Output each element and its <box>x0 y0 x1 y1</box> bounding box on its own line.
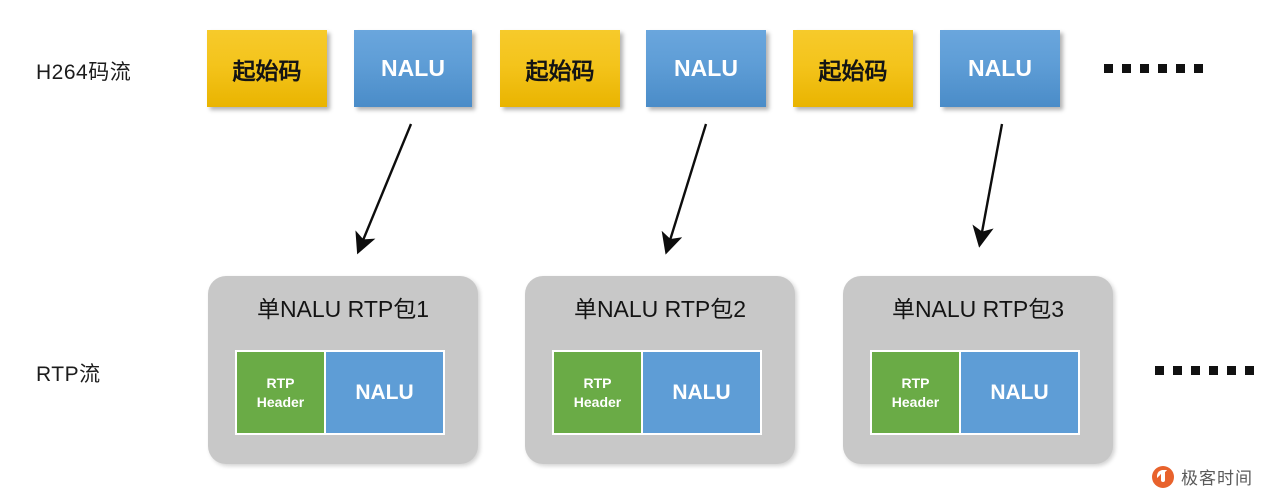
arrow-nalu1-to-packet1 <box>355 123 413 255</box>
rtp-header-label-line2: Header <box>573 393 622 410</box>
rtp-header-label-line2: Header <box>891 393 940 410</box>
stream-box-start-code-1: 起始码 <box>207 30 327 107</box>
watermark: 极客时间 <box>1152 464 1253 489</box>
rtp-header-box-3: RTP Header <box>872 352 961 433</box>
row-label-h264-stream: H264码流 <box>36 61 132 84</box>
ellipsis-dot <box>1140 64 1149 73</box>
rtp-packet-1-body: RTP Header NALU <box>235 350 445 435</box>
ellipsis-dot <box>1209 366 1218 375</box>
ellipsis-rtp-stream <box>1155 366 1254 375</box>
stream-box-nalu-1: NALU <box>354 30 472 107</box>
rtp-packet-3-body: RTP Header NALU <box>870 350 1080 435</box>
rtp-packet-1: 单NALU RTP包1 RTP Header NALU <box>208 276 478 464</box>
ellipsis-dot <box>1155 366 1164 375</box>
rtp-payload-nalu-box-2: NALU <box>643 352 760 433</box>
rtp-header-box-2: RTP Header <box>554 352 643 433</box>
rtp-packet-3: 单NALU RTP包3 RTP Header NALU <box>843 276 1113 464</box>
rtp-header-label-line1: RTP <box>266 374 295 391</box>
ellipsis-dot <box>1227 366 1236 375</box>
ellipsis-dot <box>1194 64 1203 73</box>
ellipsis-dot <box>1104 64 1113 73</box>
rtp-packet-2-title: 单NALU RTP包2 <box>573 296 747 322</box>
ellipsis-h264-stream <box>1104 64 1203 73</box>
rtp-packet-1-title: 单NALU RTP包1 <box>256 296 430 322</box>
rtp-header-label-line2: Header <box>256 393 305 410</box>
stream-box-nalu-2: NALU <box>646 30 766 107</box>
rtp-payload-nalu-box-3: NALU <box>961 352 1078 433</box>
ellipsis-dot <box>1176 64 1185 73</box>
rtp-packet-2: 单NALU RTP包2 RTP Header NALU <box>525 276 795 464</box>
rtp-packet-2-body: RTP Header NALU <box>552 350 762 435</box>
stream-box-start-code-2: 起始码 <box>500 30 620 107</box>
stream-box-nalu-3: NALU <box>940 30 1060 107</box>
geekbang-logo-icon <box>1152 465 1174 488</box>
arrow-nalu2-to-packet2 <box>661 123 708 255</box>
watermark-label: 极客时间 <box>1181 469 1253 488</box>
rtp-packet-3-title: 单NALU RTP包3 <box>891 296 1065 322</box>
ellipsis-dot <box>1173 366 1182 375</box>
ellipsis-dot <box>1245 366 1254 375</box>
rtp-header-label-line1: RTP <box>901 374 930 391</box>
stream-box-start-code-3: 起始码 <box>793 30 913 107</box>
ellipsis-dot <box>1158 64 1167 73</box>
rtp-header-box-1: RTP Header <box>237 352 326 433</box>
row-label-rtp-stream: RTP流 <box>36 363 101 386</box>
ellipsis-dot <box>1191 366 1200 375</box>
rtp-header-label-line1: RTP <box>583 374 612 391</box>
arrow-nalu3-to-packet3 <box>972 123 1004 248</box>
rtp-payload-nalu-box-1: NALU <box>326 352 443 433</box>
ellipsis-dot <box>1122 64 1131 73</box>
